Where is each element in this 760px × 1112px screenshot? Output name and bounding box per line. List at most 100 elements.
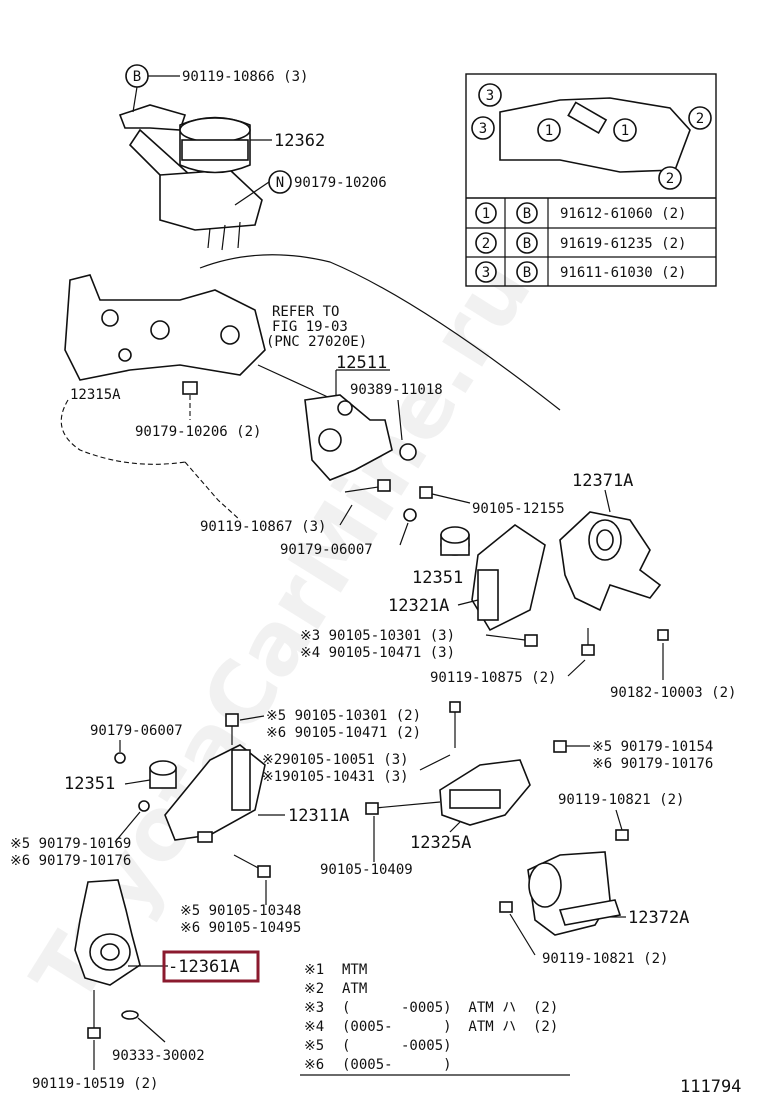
part-label-x6-90105-10495[interactable]: ※6 90105-10495 [180, 920, 301, 936]
bolt-row-type: B [523, 206, 531, 222]
inset-marker-label: 2 [696, 111, 704, 127]
bolt-row-part-number[interactable]: 91619-61235 (2) [560, 236, 686, 252]
note-mark: ※6 [304, 1057, 324, 1073]
note-mark: ※4 [304, 1019, 324, 1035]
bracket-12325A-drawing[interactable] [439, 759, 531, 826]
part-label-12511[interactable]: 12511 [336, 353, 387, 373]
inset-marker-label: 1 [545, 123, 553, 139]
bolt-row-num-circle [475, 261, 497, 283]
bolt-row-type: B [523, 265, 531, 281]
footnotes: ※1 MTM ※2 ATM ※3 ( -0005) ATM ハ (2) ※4 (0005- )… [304, 962, 558, 1073]
bushing-12351-low[interactable] [149, 760, 177, 789]
note-mark: ※1 [304, 962, 324, 978]
refer-to-line1: REFER TO [272, 304, 339, 320]
inset-marker-label: 3 [486, 88, 494, 104]
note-mark: ※3 [304, 1000, 324, 1016]
note-text: ATM [342, 981, 367, 997]
highlight-box-12361A [162, 950, 260, 983]
part-label-x6-90179-10176-l[interactable]: ※6 90179-10176 [10, 853, 131, 869]
note-text: ( -0005) [342, 1038, 452, 1054]
bolt-row-part-number[interactable]: 91612-61060 (2) [560, 206, 686, 222]
part-label-90179-06007-low[interactable]: 90179-06007 [90, 723, 183, 739]
part-label-90389-11018[interactable]: 90389-11018 [350, 382, 443, 398]
part-label-90179-10206-2[interactable]: 90179-10206 (2) [135, 424, 261, 440]
inset-marker-circle [537, 118, 561, 142]
bracket-12315A-drawing[interactable] [64, 274, 266, 381]
part-label-x4-90105-10471[interactable]: ※4 90105-10471 (3) [300, 645, 455, 661]
note-text: (0005- ) ATM ハ (2) [342, 1019, 558, 1035]
bolt-row-num: 1 [482, 206, 490, 222]
part-label-12351-low[interactable]: 12351 [64, 774, 115, 794]
part-label-x5-90179-10154[interactable]: ※5 90179-10154 [592, 739, 713, 755]
bolt-inset-box [465, 73, 717, 287]
part-label-90333-30002[interactable]: 90333-30002 [112, 1048, 205, 1064]
note-mark: ※2 [304, 981, 324, 997]
part-label-12372A[interactable]: 12372A [628, 908, 689, 928]
bolt-row-num-circle [475, 202, 497, 224]
part-label-x5-90105-10301[interactable]: ※5 90105-10301 (2) [266, 708, 421, 724]
part-label-90105-12155[interactable]: 90105-12155 [472, 501, 565, 517]
inset-marker-circle [688, 106, 712, 130]
inset-marker-label: 2 [666, 171, 674, 187]
part-label-x5-90179-10169[interactable]: ※5 90179-10169 [10, 836, 131, 852]
bracket-12511-drawing[interactable] [304, 394, 393, 481]
part-label-12351-mid[interactable]: 12351 [412, 568, 463, 588]
part-label-12362[interactable]: 12362 [274, 131, 325, 151]
mount-12371A-drawing[interactable] [559, 511, 662, 612]
part-label-90105-10409[interactable]: 90105-10409 [320, 862, 413, 878]
part-label-12371A[interactable]: 12371A [572, 471, 633, 491]
refer-to-line2: FIG 19-03 [272, 319, 348, 335]
inset-marker-circle [613, 118, 637, 142]
inset-marker-label: 3 [479, 121, 487, 137]
note-text: MTM [342, 962, 367, 978]
inset-marker-label: 1 [621, 123, 629, 139]
note-text: (0005- ) [342, 1057, 452, 1073]
figure-number: 111794 [680, 1077, 741, 1097]
part-label-90119-10821-top[interactable]: 90119-10821 (2) [558, 792, 684, 808]
bolt-row-num: 2 [482, 236, 490, 252]
inset-markers: 3 3 1 1 2 2 [471, 83, 712, 190]
part-label-90179-06007-mid[interactable]: 90179-06007 [280, 542, 373, 558]
part-label-90119-10867[interactable]: 90119-10867 (3) [200, 519, 326, 535]
bushing-12351-mid[interactable] [440, 526, 470, 556]
part-label-x3-90105-10301[interactable]: ※3 90105-10301 (3) [300, 628, 455, 644]
part-label-90119-10866[interactable]: 90119-10866 (3) [182, 69, 308, 85]
part-label-x6-90179-10176-r[interactable]: ※6 90179-10176 [592, 756, 713, 772]
part-label-90119-10519[interactable]: 90119-10519 (2) [32, 1076, 158, 1092]
mount-12372A-drawing[interactable] [527, 851, 622, 936]
part-label-12311A[interactable]: 12311A [288, 806, 349, 826]
bolt-row-type-circle [516, 261, 538, 283]
mount-12361A-drawing[interactable] [74, 879, 141, 986]
refer-to-line3[interactable]: (PNC 27020E) [266, 334, 367, 350]
circle-n-label: N [276, 175, 284, 191]
inset-marker-circle [471, 116, 495, 140]
part-label-x1-90105-10431[interactable]: ※190105-10431 (3) [262, 769, 409, 785]
part-label-90119-10821-bot[interactable]: 90119-10821 (2) [542, 951, 668, 967]
bolt-row-type: B [523, 236, 531, 252]
inset-marker-circle [658, 166, 682, 190]
note-text: ( -0005) ATM ハ (2) [342, 1000, 558, 1016]
bolt-row-num-circle [475, 232, 497, 254]
part-label-x6-90105-10471[interactable]: ※6 90105-10471 (2) [266, 725, 421, 741]
part-label-x5-90105-10348[interactable]: ※5 90105-10348 [180, 903, 301, 919]
part-label-12325A[interactable]: 12325A [410, 833, 471, 853]
part-label-12361A[interactable]: -12361A [168, 957, 240, 977]
note-mark: ※5 [304, 1038, 324, 1054]
circle-b-label: B [133, 69, 141, 85]
bracket-12321A-drawing[interactable] [471, 524, 546, 632]
part-label-90119-10875[interactable]: 90119-10875 (2) [430, 670, 556, 686]
part-label-12321A[interactable]: 12321A [388, 596, 449, 616]
part-label-12315A[interactable]: 12315A [70, 387, 121, 403]
bolt-row-part-number[interactable]: 91611-61030 (2) [560, 265, 686, 281]
part-label-90179-10206-top[interactable]: 90179-10206 [294, 175, 387, 191]
part-label-90182-10003[interactable]: 90182-10003 (2) [610, 685, 736, 701]
mount-12362-drawing[interactable] [118, 104, 263, 251]
inset-marker-circle [478, 83, 502, 107]
bolt-row-type-circle [516, 202, 538, 224]
part-label-x2-90105-10051[interactable]: ※290105-10051 (3) [262, 752, 409, 768]
bolt-row-type-circle [516, 232, 538, 254]
bracket-12311A-drawing[interactable] [164, 744, 266, 841]
